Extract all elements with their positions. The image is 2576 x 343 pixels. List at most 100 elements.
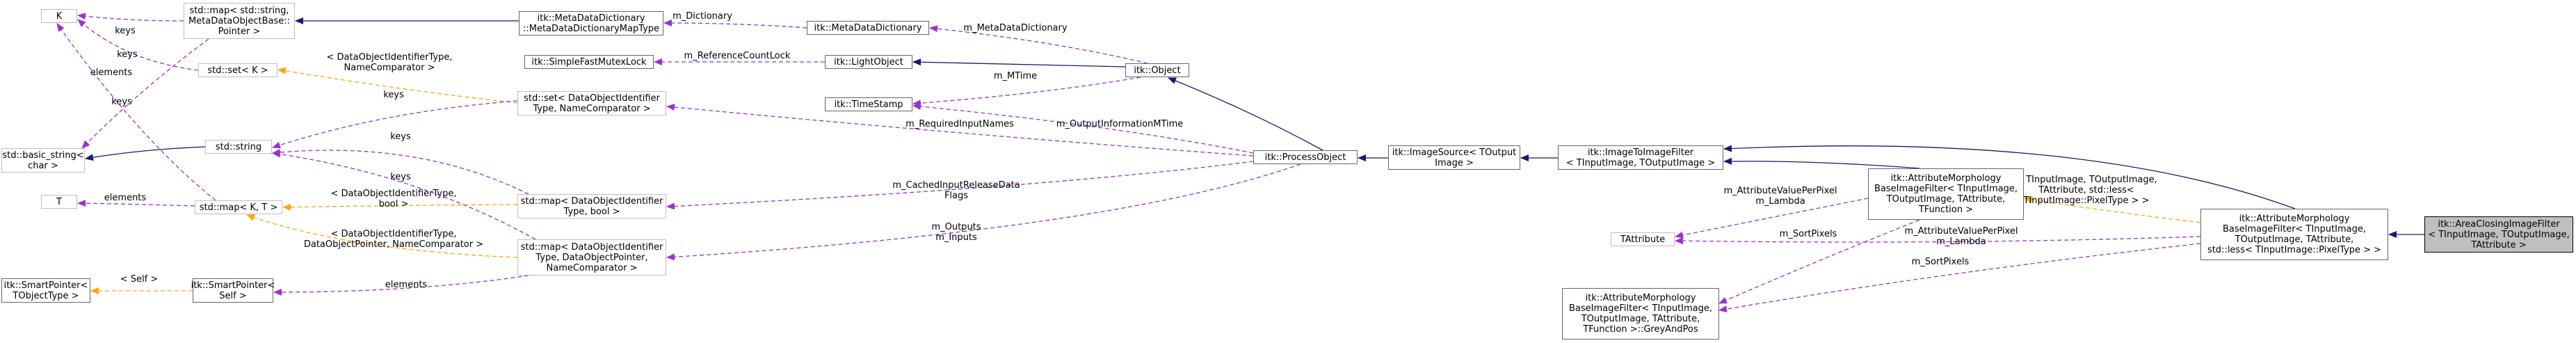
node-tattribute[interactable]: TAttribute	[1611, 232, 1675, 246]
node-label-line: ::MetaDataDictionaryMapType	[522, 23, 660, 34]
node-label-line: TFunction >::GreyAndPos	[1583, 324, 1698, 335]
node-label-line: Pointer >	[218, 26, 261, 37]
edge-label-line: NameComparator >	[344, 63, 435, 73]
node-lightobject[interactable]: itk::LightObject	[825, 55, 912, 69]
edge-meta-dict-object-label: m_MetaDataDictionary	[963, 23, 1067, 33]
node-areaclosingimagefilter[interactable]: itk::AreaClosingImageFilter< TInputImage…	[2424, 216, 2573, 253]
node-map-metadataobject[interactable]: std::map< std::string,MetaDataObjectBase…	[184, 3, 295, 39]
node-label-line: < TInputImage, TOutputImage >	[1565, 157, 1716, 168]
node-label-line: Self >	[219, 290, 247, 301]
node-metadatadictionary[interactable]: itk::MetaDataDictionary	[807, 21, 929, 35]
edge-map-meta-elements	[81, 38, 209, 149]
node-std-string[interactable]: std::string	[205, 140, 272, 154]
edge-label-line: m_ReferenceCountLock	[684, 51, 791, 61]
node-map-k-t[interactable]: std::map< K, T >	[195, 200, 282, 214]
node-label-line: itk::AreaClosingImageFilter	[2438, 218, 2560, 230]
edge-map-meta-elements-label: elements	[90, 67, 133, 78]
node-smart-pointer-self[interactable]: itk::SmartPointer<Self >	[191, 278, 275, 303]
edge-map-meta-keys-label: keys	[115, 26, 136, 36]
edge-output-info-label: m_OutputInformationMTime	[1056, 119, 1184, 129]
edge-label-line: keys	[383, 90, 404, 100]
node-label-line: MetaDataObjectBase::	[188, 15, 291, 26]
node-label-line: std::string	[215, 141, 262, 152]
node-label-line: Type, DataObjectPointer,	[536, 252, 648, 263]
edge-label-line: m_OutputInformationMTime	[1056, 119, 1184, 129]
edge-meta-dict-object	[929, 25, 1148, 64]
edge-label-line: TAttribute, std::less<	[2038, 185, 2134, 196]
node-label-line: Image >	[1435, 157, 1474, 168]
node-label-line: Type, NameComparator >	[533, 103, 651, 114]
edge-label-line: TInputImage::PixelType > >	[2022, 196, 2149, 206]
node-label-line: std::map< DataObjectIdentifier	[520, 196, 663, 207]
edge-set-k-keys	[77, 19, 199, 71]
edge-map-kt-keys	[56, 23, 216, 201]
edge-lambda-base	[1675, 198, 1869, 239]
node-label-line: BaseImageFilter< TInputImage,	[1874, 184, 2018, 194]
edge-map-kt-ptr-label: < DataObjectIdentifierType,DataObjectPoi…	[304, 229, 483, 250]
node-set-k[interactable]: std::set< K >	[198, 63, 277, 77]
edge-label-line: keys	[390, 172, 411, 182]
node-label-line: itk::LightObject	[834, 56, 903, 67]
edge-mtime-label: m_MTime	[994, 71, 1037, 81]
edge-sort-base-label: m_SortPixels	[1780, 229, 1837, 239]
node-timestamp[interactable]: itk::TimeStamp	[825, 97, 912, 111]
node-label-line: char >	[28, 160, 58, 171]
edge-label-line: keys	[111, 97, 132, 107]
edge-label-line: m_Dictionary	[673, 11, 732, 22]
edge-label-line: m_AttributeValuePerPixel	[1723, 186, 1837, 196]
node-label-line: itk::ImageSource< TOutput	[1392, 147, 1517, 158]
node-metadatadictionary-maptype[interactable]: itk::MetaDataDictionary::MetaDataDiction…	[519, 11, 663, 35]
node-label-line: std::map< K, T >	[199, 202, 278, 213]
node-label-line: TOutputImage, TAttribute,	[1581, 314, 1700, 324]
node-label-line: itk::AttributeMorphology	[1585, 293, 1696, 303]
edge-label-line: m_Lambda	[1755, 196, 1805, 207]
edge-map-kt-elements	[77, 200, 195, 207]
node-label-line: TOutputImage, TAttribute,	[2235, 234, 2354, 245]
node-label-line: < TInputImage, TOutputImage,	[2428, 229, 2570, 240]
node-label-line: TFunction >	[1918, 205, 1974, 215]
node-imagetoimagefilter[interactable]: itk::ImageToImageFilter< TInputImage, TO…	[1558, 145, 1723, 170]
node-label-line: itk::MetaDataDictionary	[537, 13, 645, 24]
edge-label-line: m_SortPixels	[1780, 229, 1837, 239]
node-label-line: std::map< DataObjectIdentifier	[520, 241, 663, 253]
node-k[interactable]: K	[41, 9, 77, 23]
edge-ptr-keys-label: keys	[390, 172, 411, 182]
node-label-line: NameComparator >	[546, 262, 638, 273]
node-label-line: std::map< std::string,	[189, 5, 289, 16]
edge-cached	[666, 161, 1254, 210]
node-label-line: itk::AttributeMorphology	[2239, 214, 2350, 224]
edge-label-line: < DataObjectIdentifierType,	[331, 229, 457, 239]
edge-sort-spec	[1718, 243, 2201, 313]
edge-map-meta-dictionary	[663, 19, 807, 29]
edge-map-meta-keys	[77, 13, 184, 22]
edge-ptr-self-elements	[273, 275, 529, 296]
edge-map-kt-bool	[282, 203, 518, 211]
edge-required-label: m_RequiredInputNames	[905, 119, 1014, 129]
edge-label-line: keys	[390, 131, 411, 142]
node-label-line: itk::TimeStamp	[834, 99, 903, 110]
edge-label-line: DataObjectPointer, NameComparator >	[304, 239, 483, 250]
node-smart-pointer-tobjecttype[interactable]: itk::SmartPointer<TObjectType >	[1, 278, 90, 303]
node-basic-string[interactable]: std::basic_string<char >	[1, 148, 85, 173]
node-object[interactable]: itk::Object	[1125, 63, 1189, 77]
edge-map-kt-ptr	[246, 214, 518, 258]
edge-label-line: < Self >	[120, 274, 159, 285]
node-t[interactable]: T	[41, 195, 77, 209]
node-simplefastmutexlock[interactable]: itk::SimpleFastMutexLock	[524, 55, 654, 69]
node-label-line: itk::SimpleFastMutexLock	[531, 56, 647, 67]
node-processobject[interactable]: itk::ProcessObject	[1253, 150, 1358, 164]
node-label-line: itk::MetaDataDictionary	[814, 22, 922, 33]
edge-sort-base	[1718, 219, 1920, 304]
edge-bool-keys	[272, 148, 529, 195]
